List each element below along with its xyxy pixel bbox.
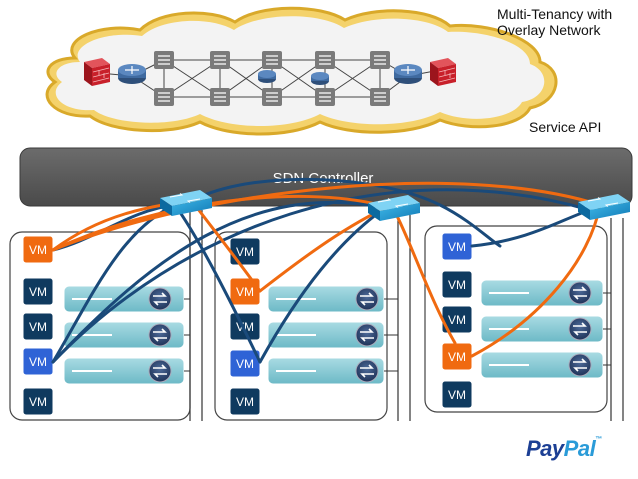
- vm-box: VM: [441, 232, 473, 261]
- switch-icon: [154, 88, 174, 106]
- switch-icon: [370, 88, 390, 106]
- router-icon: [311, 72, 329, 85]
- vswitch-icon: [148, 287, 172, 311]
- vm-box: VM: [229, 312, 261, 341]
- router-icon: [394, 64, 422, 84]
- vm-box: VM: [441, 270, 473, 299]
- vswitch-row: [267, 321, 398, 349]
- switch-icon: [210, 88, 230, 106]
- vswitch-row: [267, 357, 398, 385]
- switch-icon: [262, 51, 282, 69]
- title-line-1: Multi-Tenancy with: [497, 6, 613, 22]
- svg-text:VM: VM: [236, 357, 254, 371]
- cloud-switch-icons: [154, 51, 390, 106]
- vm-box: VM: [441, 342, 473, 371]
- logo-pal: Pal: [563, 436, 596, 461]
- vswitch-icon: [355, 287, 379, 311]
- svg-text:VM: VM: [29, 243, 47, 257]
- vm-box: VM: [229, 349, 261, 378]
- vm-box: VM: [229, 277, 261, 306]
- vswitch-icon: [148, 359, 172, 383]
- switch-icon: [210, 51, 230, 69]
- router-icon: [258, 70, 276, 83]
- vm-box: VM: [22, 312, 54, 341]
- tor-switch-icon: [368, 195, 420, 221]
- overlay-cloud: [45, 6, 558, 136]
- svg-text:VM: VM: [448, 278, 466, 292]
- svg-text:VM: VM: [448, 388, 466, 402]
- vswitch-icon: [148, 323, 172, 347]
- diagram-title: Multi-Tenancy with Overlay Network: [497, 6, 612, 38]
- svg-text:VM: VM: [448, 313, 466, 327]
- vswitch-discs: [148, 281, 592, 383]
- switch-icon: [315, 88, 335, 106]
- vm-boxes: VM VM VM VM VM VM VM VM VM VM VM VM VM V…: [22, 232, 473, 416]
- switch-icon: [154, 51, 174, 69]
- vswitch-icon: [355, 323, 379, 347]
- service-api-label: Service API: [529, 119, 602, 135]
- svg-text:VM: VM: [29, 395, 47, 409]
- tor-switch-icon: [160, 190, 212, 216]
- vswitch-icon: [568, 317, 592, 341]
- paypal-logo: PayPal™: [526, 436, 602, 462]
- vm-box: VM: [441, 380, 473, 409]
- firewall-icon: [84, 58, 110, 86]
- title-line-2: Overlay Network: [497, 22, 601, 38]
- tenant-orange-tunnels: [51, 181, 602, 358]
- svg-text:VM: VM: [236, 245, 254, 259]
- svg-text:VM: VM: [236, 285, 254, 299]
- switch-icon: [315, 51, 335, 69]
- svg-text:VM: VM: [236, 395, 254, 409]
- svg-text:VM: VM: [29, 285, 47, 299]
- vswitch-rows: [63, 279, 611, 385]
- vswitch-icon: [568, 353, 592, 377]
- logo-tm: ™: [595, 436, 602, 443]
- router-icon: [118, 64, 146, 84]
- switch-icon: [262, 88, 282, 106]
- vm-box: VM: [229, 237, 261, 266]
- vswitch-icon: [568, 281, 592, 305]
- tor-switch-icon: [578, 194, 630, 220]
- firewall-icon: [430, 58, 456, 86]
- vswitch-row: [267, 285, 398, 313]
- svg-text:VM: VM: [448, 350, 466, 364]
- vm-box: VM: [22, 347, 54, 376]
- vswitch-icon: [355, 359, 379, 383]
- vm-box: VM: [441, 305, 473, 334]
- svg-text:VM: VM: [29, 355, 47, 369]
- vm-box: VM: [22, 235, 54, 264]
- vm-box: VM: [22, 277, 54, 306]
- vm-box: VM: [229, 387, 261, 416]
- svg-text:VM: VM: [448, 240, 466, 254]
- vm-box: VM: [22, 387, 54, 416]
- svg-text:VM: VM: [29, 320, 47, 334]
- switch-icon: [370, 51, 390, 69]
- logo-pay: Pay: [526, 436, 564, 461]
